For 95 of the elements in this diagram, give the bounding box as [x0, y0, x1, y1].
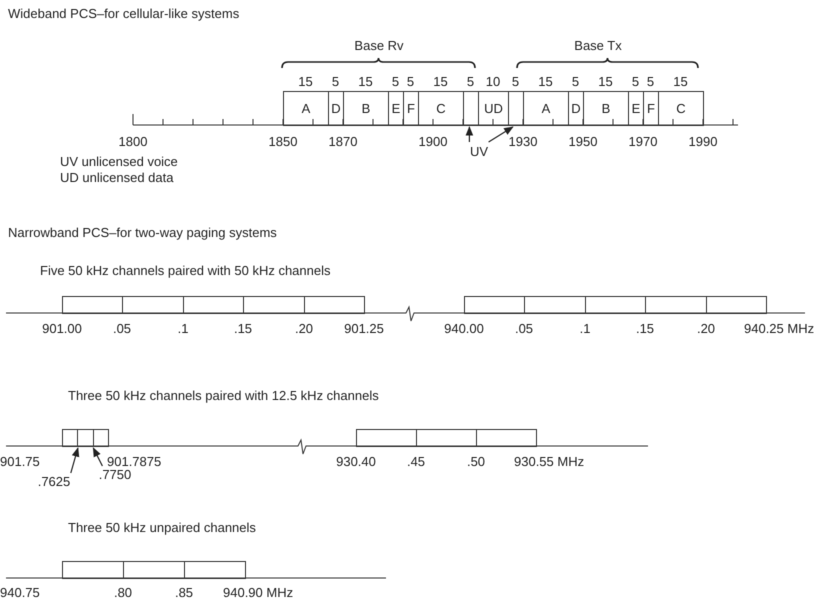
- channel-block: [77, 429, 94, 447]
- channel-block: [476, 429, 537, 447]
- frequency-label: 1950: [568, 134, 598, 148]
- frequency-label: 940.90 MHz: [223, 584, 294, 600]
- frequency-label: 930.55 MHz: [514, 454, 584, 468]
- section-heading: Wideband PCS–for cellular-like systems: [8, 6, 240, 21]
- frequency-label: 1870: [328, 134, 358, 148]
- bandwidth-label: 15: [358, 74, 373, 88]
- channel-block: [304, 296, 365, 314]
- frequency-label: .45: [406, 454, 426, 468]
- arrow: [92, 447, 103, 466]
- bandwidth-label: 5: [392, 74, 400, 88]
- channel-block: [508, 91, 524, 126]
- bandwidth-label: 5: [332, 74, 340, 88]
- note: UD unlicensed data: [60, 170, 174, 184]
- bandwidth-label: 10: [486, 74, 500, 88]
- band-block: C: [418, 91, 464, 126]
- band-block: E: [388, 91, 404, 126]
- section-heading: Narrowband PCS–for two-way paging systems: [8, 224, 277, 240]
- channel-block: [464, 296, 526, 314]
- frequency-label: 1800: [118, 134, 148, 148]
- bandwidth-label: 15: [433, 74, 448, 88]
- frequency-label: .15: [234, 320, 252, 336]
- frequency-label: .50: [466, 454, 486, 468]
- band-block: B: [343, 91, 389, 126]
- subheading: Three 50 kHz channels paired with 12.5 kHz channels: [68, 388, 379, 402]
- frequency-label: .15: [636, 320, 654, 336]
- band-block: E: [628, 91, 644, 126]
- band-block: F: [643, 91, 659, 126]
- frequency-label: .05: [112, 320, 132, 336]
- bandwidth-label: 5: [646, 74, 654, 88]
- frequency-label: 1930: [508, 134, 538, 148]
- note: UV unlicensed voice: [60, 154, 178, 168]
- frequency-label: 1970: [628, 134, 658, 148]
- channel-block: [184, 561, 246, 579]
- channel-block: [463, 91, 479, 126]
- channel-block: [182, 296, 244, 314]
- frequency-label: .1: [580, 320, 590, 336]
- bandwidth-label: 5: [632, 74, 640, 88]
- frequency-label: 1900: [418, 134, 448, 148]
- channel-block: [356, 429, 417, 447]
- channel-block: [584, 296, 646, 314]
- channel-block: [416, 429, 477, 447]
- frequency-label: .7750: [94, 466, 136, 482]
- frequency-label: .05: [514, 320, 534, 336]
- band-group-label: Base Rv: [354, 38, 404, 52]
- bandwidth-label: 5: [572, 74, 580, 88]
- channel-block: [62, 296, 124, 314]
- bandwidth-label: 5: [512, 74, 520, 88]
- frequency-label: 1990: [688, 134, 718, 148]
- channel-block: [243, 296, 305, 314]
- frequency-label: .20: [696, 320, 716, 336]
- frequency-label: 940.75: [0, 584, 40, 600]
- arrow: [466, 126, 474, 142]
- arrow: [488, 126, 514, 143]
- frequency-label: .85: [174, 584, 194, 600]
- band-block: A: [283, 91, 329, 126]
- arrow: [70, 447, 80, 474]
- band-block: D: [568, 91, 584, 126]
- channel-block: [123, 561, 185, 579]
- frequency-label: UV: [467, 142, 491, 160]
- band-block: C: [658, 91, 704, 126]
- frequency-label: .1: [178, 320, 188, 336]
- bandwidth-label: 15: [673, 74, 688, 88]
- band-group-label: Base Tx: [574, 38, 622, 52]
- bandwidth-label: 5: [466, 74, 474, 88]
- band-block: F: [403, 91, 419, 126]
- frequency-label: 940.25 MHz: [744, 320, 814, 336]
- frequency-label: 901.7875: [107, 454, 162, 468]
- subheading: Five 50 kHz channels paired with 50 kHz channels: [40, 262, 330, 278]
- channel-block: [62, 429, 78, 447]
- band-block: B: [583, 91, 629, 126]
- bandwidth-label: 15: [298, 74, 313, 88]
- channel-block: [62, 561, 124, 579]
- band-block: D: [328, 91, 344, 126]
- channel-block: [524, 296, 586, 314]
- frequency-label: .80: [114, 584, 132, 600]
- channel-block: [645, 296, 707, 314]
- channel-block: [122, 296, 184, 314]
- channel-block: [92, 429, 110, 447]
- frequency-label: 940.00: [444, 320, 484, 336]
- frequency-label: 901.75: [0, 454, 40, 468]
- bandwidth-label: 15: [598, 74, 613, 88]
- frequency-label: 930.40: [336, 454, 376, 468]
- frequency-label: .20: [294, 320, 314, 336]
- frequency-label: .7625: [33, 473, 75, 489]
- bandwidth-label: 15: [538, 74, 553, 88]
- bandwidth-label: 5: [406, 74, 414, 88]
- channel-block: [706, 296, 767, 314]
- band-block: A: [523, 91, 569, 126]
- band-block: UD: [478, 91, 509, 126]
- subheading: Three 50 kHz unpaired channels: [68, 520, 256, 534]
- frequency-label: 901.00: [42, 320, 82, 336]
- frequency-label: 901.25: [344, 320, 384, 336]
- frequency-label: 1850: [268, 134, 298, 148]
